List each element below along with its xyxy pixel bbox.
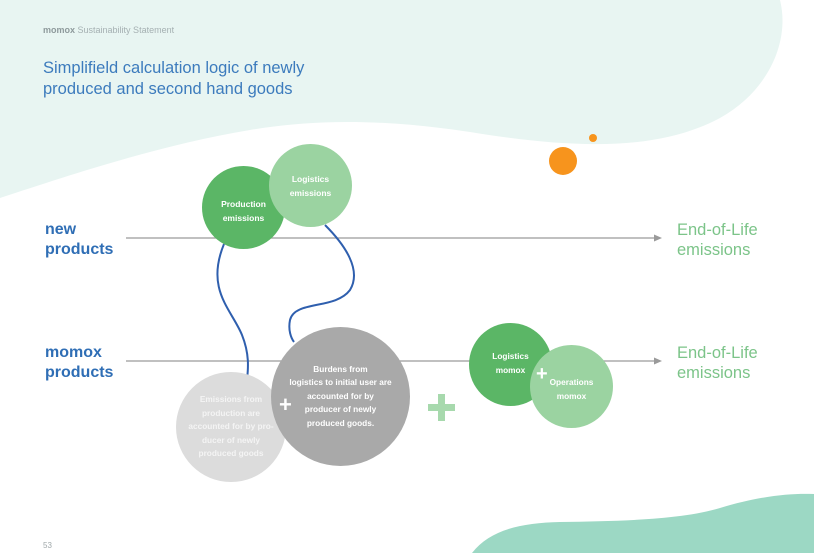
momox-products-end-of-life: End-of-Life emissions (677, 343, 758, 383)
momox-products-arrow-head (654, 357, 662, 365)
new-products-label: new products (45, 220, 113, 260)
circle-text-line: Production (221, 198, 266, 209)
production-connector-curve (216, 243, 249, 381)
circle-text-line: Logistics (492, 350, 529, 361)
circle-text-line: Logistics (291, 173, 330, 184)
orange-dot-large (549, 147, 577, 175)
page-title-line2: produced and second hand goods (43, 80, 293, 98)
logistics-connector-curve (288, 224, 355, 343)
logistics-emissions-circle: Logistics emissions (269, 144, 352, 227)
eol-line2: emissions (677, 241, 751, 259)
circle-text-line: momox (556, 390, 587, 401)
circle-text-line: Burdens from (313, 363, 368, 374)
momox-products-label: momox products (45, 343, 113, 383)
header-subtitle: Sustainability Statement (77, 25, 175, 35)
eol-line2: emissions (677, 364, 751, 382)
circle-text-line: logistics to initial user are (289, 377, 392, 388)
eol-line1: End-of-Life (677, 221, 758, 239)
circle-text-line: ducer of newly (201, 434, 261, 445)
page-title-line1: Simplifield calculation logic of newly (43, 59, 305, 77)
momox-products-label-line1: momox (45, 344, 102, 361)
circle-text-line: emissions (222, 212, 265, 223)
plus-icon: + (536, 363, 548, 385)
circle-text-line: Operations (549, 376, 594, 387)
page-number: 53 (43, 541, 52, 550)
circle-text-line: momox (495, 364, 526, 375)
momox-products-label-line2: products (45, 364, 114, 381)
circle-text-line: emissions (289, 187, 332, 198)
orange-dot-small (589, 134, 597, 142)
circle-text-line: Emissions from (199, 394, 263, 405)
eol-line1: End-of-Life (677, 344, 758, 362)
circle-text-line: accounted for by pro- (188, 421, 274, 432)
circle-text-line: accounted for by (307, 390, 374, 401)
new-products-end-of-life: End-of-Life emissions (677, 220, 758, 260)
circle-text-line: production are (201, 407, 261, 418)
new-products-label-line1: new (45, 221, 77, 238)
page-title: Simplifield calculation logic of newly p… (43, 58, 363, 100)
circle-text-line: produced goods (198, 448, 264, 459)
circle-text-line: produced goods. (306, 417, 375, 428)
large-plus-icon (428, 394, 455, 421)
new-products-arrow-head (654, 234, 662, 242)
bottom-background-wave (472, 493, 814, 553)
operations-momox-circle: Operations momox (530, 345, 613, 428)
circle-text-line: producer of newly (304, 404, 377, 415)
production-burden-circle: Emissions from production are accounted … (176, 372, 286, 482)
header: momox Sustainability Statement (43, 25, 174, 35)
logistics-burden-circle: Burdens from logistics to initial user a… (271, 327, 410, 466)
brand-name: momox (43, 25, 76, 35)
new-products-label-line2: products (45, 241, 114, 258)
top-background-wave (0, 0, 783, 198)
plus-icon: + (279, 392, 292, 417)
